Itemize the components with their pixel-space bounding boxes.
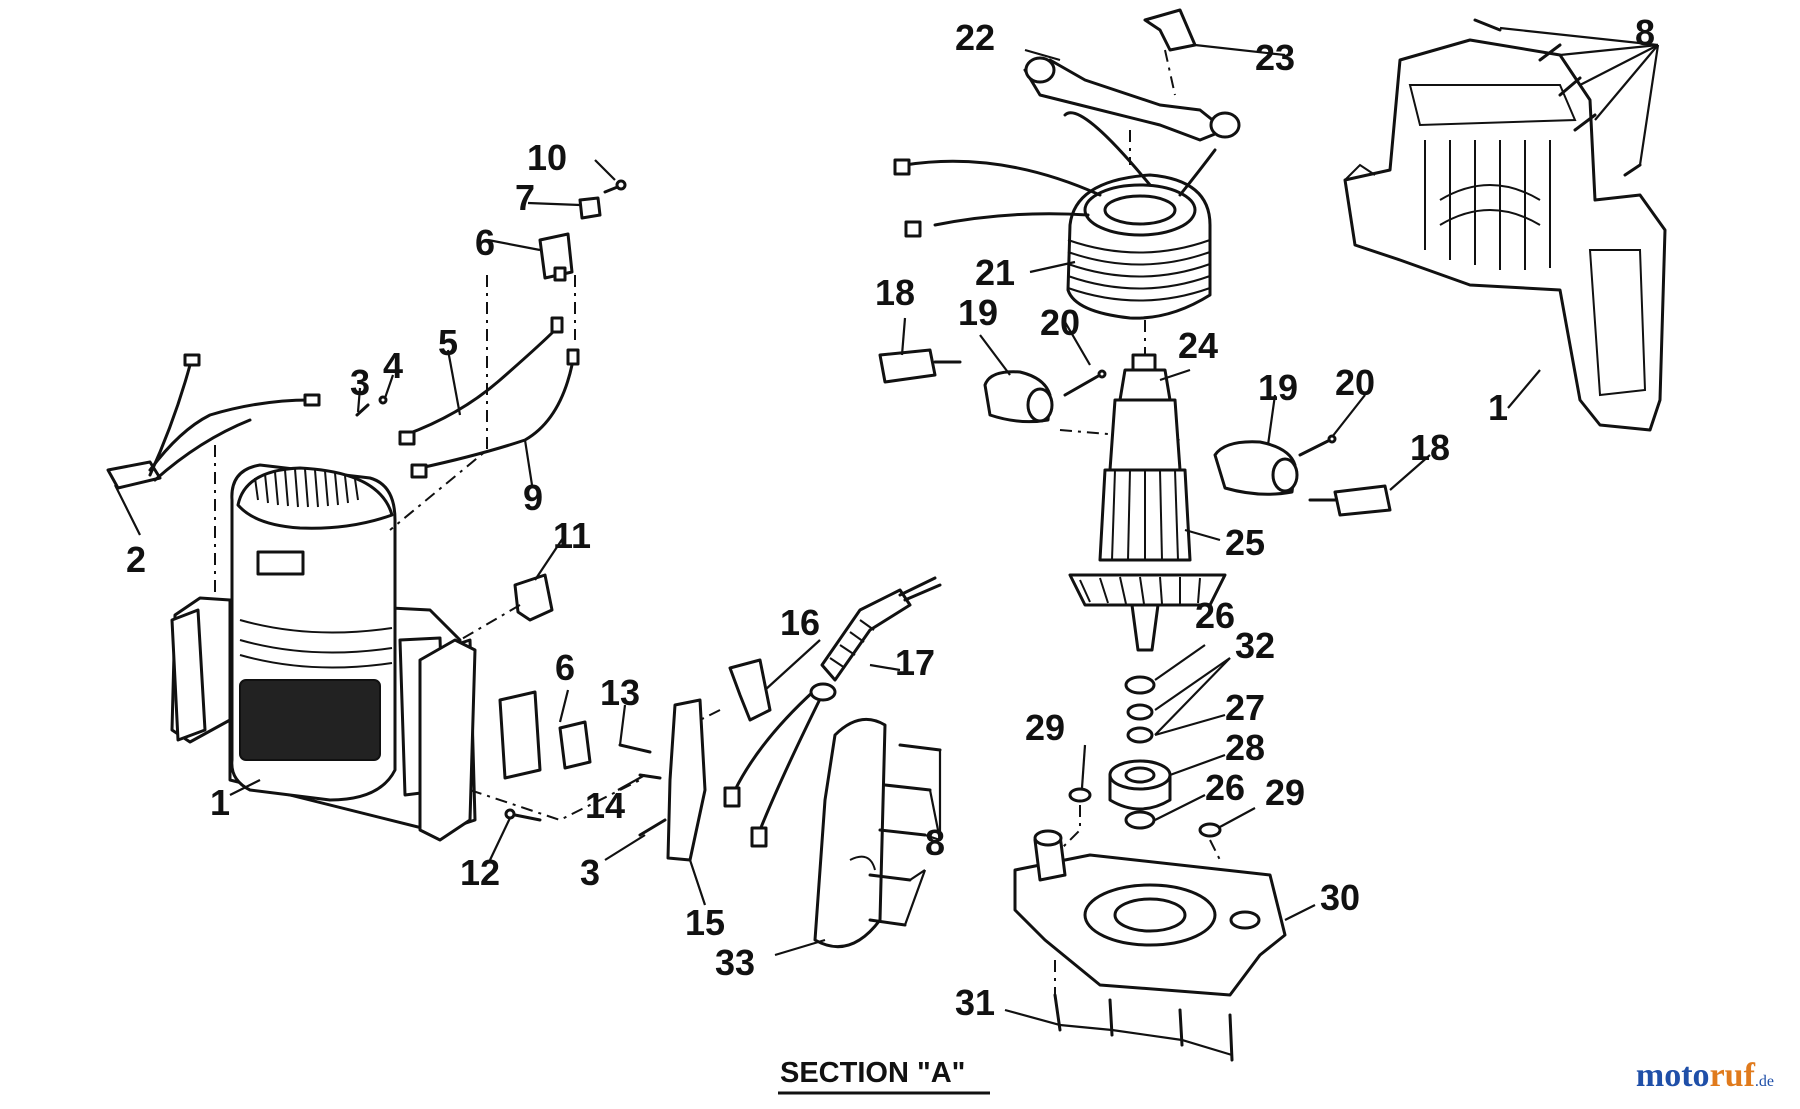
callout-24: 24 [1178, 325, 1218, 366]
bracket-11 [513, 573, 554, 622]
field-coil-21 [893, 111, 1217, 320]
callout-15: 15 [685, 902, 725, 943]
callout-23: 23 [1255, 37, 1295, 78]
callout-26: 26 [1195, 595, 1235, 636]
callout-33: 33 [715, 942, 755, 983]
callout-22: 22 [955, 17, 995, 58]
watermark-part-2: ruf [1709, 1057, 1755, 1094]
switch-upper [355, 179, 627, 417]
callout-19: 19 [1258, 367, 1298, 408]
callout-numbers: 10 7 6 5 3 4 9 2 11 1 6 13 14 12 3 15 16… [126, 12, 1655, 1023]
callout-3: 3 [580, 852, 600, 893]
callout-19: 19 [958, 292, 998, 333]
callout-11: 11 [553, 515, 591, 556]
callout-3: 3 [350, 362, 370, 403]
callout-20: 20 [1040, 302, 1080, 343]
section-title: SECTION "A" [780, 1057, 965, 1089]
wires [389, 275, 580, 531]
cord-17 [723, 576, 942, 848]
callout-28: 28 [1225, 727, 1265, 768]
leader-lines [114, 26, 1660, 1057]
frame-housing [1343, 18, 1667, 432]
clip-16 [728, 658, 772, 722]
callout-32: 32 [1235, 625, 1275, 666]
watermark-part-1: moto [1635, 1057, 1710, 1094]
callout-27: 27 [1225, 687, 1265, 728]
callout-8: 8 [925, 822, 945, 863]
callout-21: 21 [975, 252, 1015, 293]
callout-6: 6 [555, 647, 575, 688]
callout-7: 7 [515, 177, 535, 218]
callout-10: 10 [527, 137, 567, 178]
switch-lower [469, 690, 662, 822]
callout-30: 30 [1320, 877, 1360, 918]
bearing-stack [1059, 675, 1222, 861]
callout-2: 2 [126, 539, 146, 580]
callout-9: 9 [523, 477, 543, 518]
callout-18: 18 [875, 272, 915, 313]
motor-housing [170, 463, 477, 842]
callout-16: 16 [780, 602, 820, 643]
callout-29: 29 [1025, 707, 1065, 748]
handle-33 [813, 717, 942, 949]
callout-8: 8 [1635, 12, 1655, 53]
brush-plate [1023, 8, 1241, 142]
callout-6: 6 [475, 222, 495, 263]
watermark-logo: motoruf.de [1636, 1057, 1774, 1095]
brush-holder-right [1213, 434, 1392, 517]
callout-5: 5 [438, 322, 458, 363]
lever-15 [666, 698, 707, 862]
callout-18: 18 [1410, 427, 1450, 468]
callout-20: 20 [1335, 362, 1375, 403]
callout-26: 26 [1205, 767, 1245, 808]
section-label: SECTION "A" [778, 1057, 990, 1095]
callout-1: 1 [1488, 387, 1508, 428]
callout-31: 31 [955, 982, 995, 1023]
callout-29: 29 [1265, 772, 1305, 813]
callout-25: 25 [1225, 522, 1265, 563]
armature [1068, 320, 1227, 652]
callout-13: 13 [600, 672, 640, 713]
gear-housing-30 [1013, 829, 1287, 1062]
callout-1: 1 [210, 782, 230, 823]
callout-4: 4 [383, 345, 403, 386]
callout-12: 12 [460, 852, 500, 893]
power-cord-plug [106, 353, 321, 600]
brush-holder-left [878, 348, 1181, 441]
watermark-part-3: .de [1754, 1073, 1774, 1090]
callout-17: 17 [895, 642, 935, 683]
callout-14: 14 [585, 785, 625, 826]
